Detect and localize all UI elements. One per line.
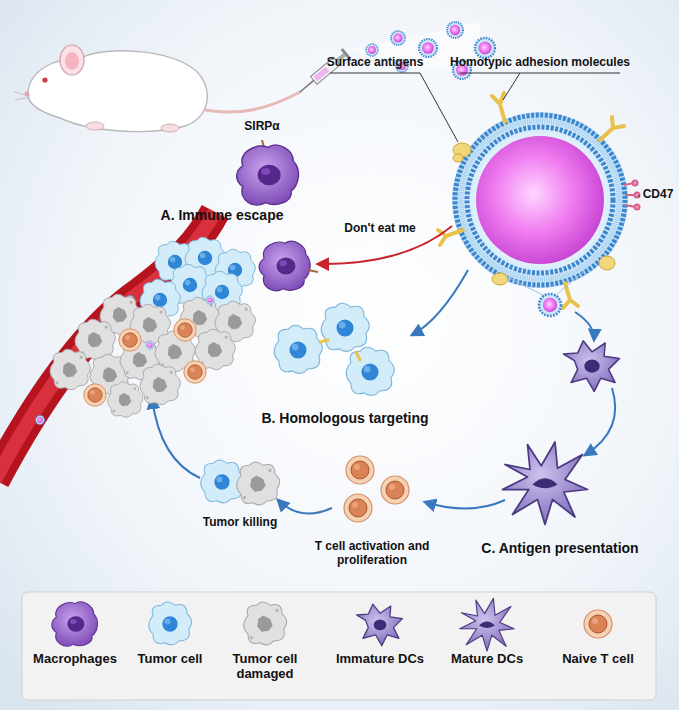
- legend-icon: [52, 602, 98, 646]
- annotation-label: CD47: [643, 188, 674, 202]
- legend-icon: [460, 598, 514, 651]
- tumor-cells-targeted: [274, 303, 394, 395]
- leader-lines: [330, 73, 640, 196]
- killing-arrow: [152, 398, 200, 478]
- annotation-label: SIRPα: [244, 120, 279, 134]
- legend-text: Tumor cell damaged: [220, 652, 310, 682]
- legend-icon: [584, 610, 612, 638]
- activation-arrow: [278, 500, 332, 513]
- legend-icon: [149, 602, 192, 645]
- annotation-label: Surface antigens: [327, 56, 424, 70]
- annotation-label: C. Antigen presentation: [481, 540, 638, 556]
- blood-vessel: [0, 212, 215, 480]
- legend-text: Naive T cell: [548, 652, 648, 667]
- annotation-label: Don't eat me: [344, 222, 416, 236]
- nanoparticle: [539, 294, 561, 316]
- annotation-label: Tumor killing: [203, 516, 277, 530]
- tumor-killing-cells: [201, 460, 280, 505]
- legend-icon: [357, 604, 403, 645]
- annotation-label: B. Homologous targeting: [261, 410, 428, 426]
- legend-text: Mature DCs: [437, 652, 537, 667]
- macrophage: [259, 241, 310, 291]
- presentation-arrow: [425, 500, 505, 509]
- mature-dc: [503, 442, 588, 525]
- annotation-label: A. Immune escape: [161, 207, 284, 223]
- annotation-label: T cell activation and proliferation: [297, 540, 447, 568]
- zoom-lines: [505, 270, 585, 296]
- sirpa-receptor: [308, 270, 318, 272]
- spray-cone: [350, 22, 480, 78]
- tumor-mass: [50, 237, 255, 417]
- t-cells: [344, 456, 409, 522]
- immature-dc: [563, 341, 619, 392]
- mouse-figure: [14, 45, 300, 132]
- legend-text: Tumor cell: [125, 652, 215, 667]
- nanoparticle-spray: [366, 22, 495, 79]
- legend-text: Immature DCs: [328, 652, 433, 667]
- uptake-arrow: [575, 312, 594, 340]
- cell-membrane-nanoparticle: [438, 93, 640, 308]
- legend-icon: [244, 602, 287, 645]
- macrophage: [237, 145, 299, 205]
- maturation-arrow: [585, 388, 615, 455]
- legend-panel: [22, 592, 656, 700]
- legend-text: Macrophages: [28, 652, 123, 667]
- targeting-arrow: [412, 270, 468, 335]
- annotation-label: Homotypic adhesion molecules: [450, 56, 630, 70]
